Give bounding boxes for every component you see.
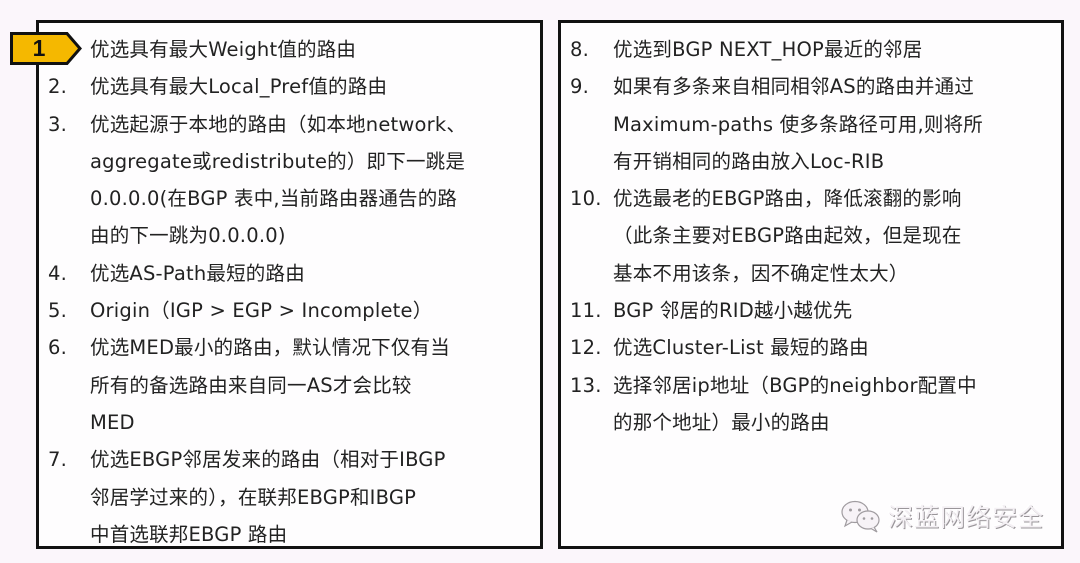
item-number: 9. xyxy=(570,75,590,99)
list-item-3: 3. 优选起源于本地的路由（如本地network、 aggregate或redi… xyxy=(39,106,540,255)
item-line: 有开销相同的路由放入Loc-RIB xyxy=(613,149,885,173)
item-line: 邻居学过来的），在联邦EBGP和IBGP xyxy=(90,485,417,509)
item-number: 12. xyxy=(570,336,602,360)
list-item-13: 13. 选择邻居ip地址（BGP的neighbor配置中 的那个地址）最小的路由 xyxy=(561,367,1061,442)
wechat-icon xyxy=(841,500,880,533)
step-marker-label: 1 xyxy=(32,35,46,61)
item-number: 5. xyxy=(48,299,68,323)
item-number: 13. xyxy=(570,373,602,397)
item-line: 优选AS-Path最短的路由 xyxy=(90,261,305,285)
list-item-11: 11. BGP 邻居的RID越小越优先 xyxy=(561,292,1061,329)
list-item-9: 9. 如果有多条来自相同相邻AS的路由并通过 Maximum-paths 使多条… xyxy=(561,68,1061,180)
item-line: aggregate或redistribute的）即下一跳是 xyxy=(90,149,466,173)
item-line: 优选具有最大Local_Pref值的路由 xyxy=(90,75,388,99)
item-number: 4. xyxy=(48,261,68,285)
left-panel: 优选具有最大Weight值的路由 2. 优选具有最大Local_Pref值的路由… xyxy=(36,20,543,549)
item-line: （此条主要对EBGP路由起效，但是现在 xyxy=(613,224,962,248)
arrow-tag-icon xyxy=(10,32,82,65)
item-number: 6. xyxy=(48,336,68,360)
item-line: Origin（IGP > EGP > Incomplete） xyxy=(90,299,433,323)
list-item-8: 8. 优选到BGP NEXT_HOP最近的邻居 xyxy=(561,31,1061,68)
list-item-5: 5. Origin（IGP > EGP > Incomplete） xyxy=(39,292,540,329)
item-line: 优选最老的EBGP路由，降低滚翻的影响 xyxy=(613,187,962,211)
right-panel: 8. 优选到BGP NEXT_HOP最近的邻居 9. 如果有多条来自相同相邻AS… xyxy=(558,20,1064,549)
item-number: 11. xyxy=(570,299,602,323)
list-item-12: 12. 优选Cluster-List 最短的路由 xyxy=(561,329,1061,366)
item-line: MED xyxy=(90,410,135,434)
item-line: Maximum-paths 使多条路径可用,则将所 xyxy=(613,112,984,136)
item-line: 选择邻居ip地址（BGP的neighbor配置中 xyxy=(613,373,977,397)
item-number: 2. xyxy=(48,75,68,99)
bgp-rules-list-left: 优选具有最大Weight值的路由 2. 优选具有最大Local_Pref值的路由… xyxy=(39,31,540,553)
item-line: 优选到BGP NEXT_HOP最近的邻居 xyxy=(613,38,923,61)
item-line: 优选MED最小的路由，默认情况下仅有当 xyxy=(90,336,450,360)
watermark-text: 深蓝网络安全 xyxy=(888,503,1045,532)
item-number: 3. xyxy=(48,112,68,136)
list-item-7: 7. 优选EBGP邻居发来的路由（相对于IBGP 邻居学过来的），在联邦EBGP… xyxy=(39,441,540,553)
bgp-rules-list-right: 8. 优选到BGP NEXT_HOP最近的邻居 9. 如果有多条来自相同相邻AS… xyxy=(561,31,1061,441)
item-line: 如果有多条来自相同相邻AS的路由并通过 xyxy=(613,75,975,99)
item-line: 0.0.0.0(在BGP 表中,当前路由器通告的路 xyxy=(90,187,458,211)
item-line: 优选具有最大Weight值的路由 xyxy=(90,38,357,61)
item-line: 优选Cluster-List 最短的路由 xyxy=(613,336,869,360)
item-number: 10. xyxy=(570,187,602,211)
item-line: 优选EBGP邻居发来的路由（相对于IBGP xyxy=(90,448,446,472)
item-line: 所有的备选路由来自同一AS才会比较 xyxy=(90,373,412,397)
list-item-2: 2. 优选具有最大Local_Pref值的路由 xyxy=(39,68,540,105)
step-marker: 1 xyxy=(10,32,82,65)
list-item-1: 优选具有最大Weight值的路由 xyxy=(39,31,540,68)
item-line: 优选起源于本地的路由（如本地network、 xyxy=(90,112,467,136)
list-item-4: 4. 优选AS-Path最短的路由 xyxy=(39,255,540,292)
item-line: 基本不用该条，因不确定性太大） xyxy=(613,261,909,285)
item-number: 8. xyxy=(570,38,590,61)
item-number: 7. xyxy=(48,448,68,472)
item-line: 由的下一跳为0.0.0.0) xyxy=(90,224,286,248)
list-item-10: 10. 优选最老的EBGP路由，降低滚翻的影响 （此条主要对EBGP路由起效，但… xyxy=(561,180,1061,292)
item-line: BGP 邻居的RID越小越优先 xyxy=(613,299,853,323)
item-line: 中首选联邦EBGP 路由 xyxy=(90,522,288,546)
watermark: 深蓝网络安全 xyxy=(840,496,1044,536)
list-item-6: 6. 优选MED最小的路由，默认情况下仅有当 所有的备选路由来自同一AS才会比较… xyxy=(39,329,540,441)
item-line: 的那个地址）最小的路由 xyxy=(613,410,830,434)
